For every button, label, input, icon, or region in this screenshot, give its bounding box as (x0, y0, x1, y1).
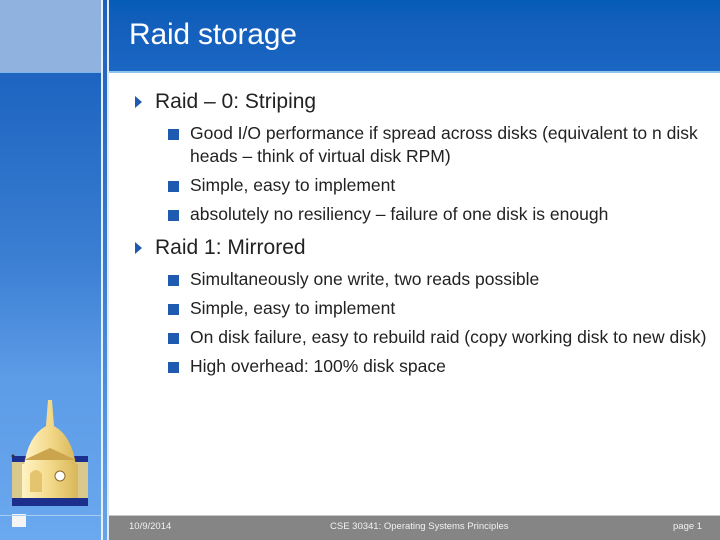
square-bullet-icon (168, 275, 179, 286)
sub-bullet: High overhead: 100% disk space (133, 355, 713, 378)
sub-bullet: absolutely no resiliency – failure of on… (133, 203, 713, 226)
triangle-right-icon (135, 242, 142, 254)
slide-content: Raid – 0: Striping Good I/O performance … (133, 88, 713, 384)
sub-bullet-text: High overhead: 100% disk space (190, 356, 446, 376)
sub-bullet: Good I/O performance if spread across di… (133, 122, 713, 168)
sidebar-strip-gap (107, 0, 109, 540)
slide-title: Raid storage (129, 18, 297, 51)
sub-bullet-text: Simple, easy to implement (190, 298, 396, 318)
sub-bullet-text: Simple, easy to implement (190, 175, 396, 195)
sidebar-accent-strip (103, 0, 107, 540)
sidebar-divider-top (0, 72, 101, 73)
square-bullet-icon (168, 362, 179, 373)
footer-date: 10/9/2014 (129, 521, 172, 532)
footer-page-number: page 1 (673, 521, 703, 532)
bullet-text: Raid – 0: Striping (155, 90, 317, 113)
header-underline (109, 71, 720, 73)
bullet-text: Raid 1: Mirrored (155, 236, 306, 259)
square-bullet-icon (168, 333, 179, 344)
sidebar-divider-bottom (0, 515, 101, 516)
sidebar-vertical-divider (101, 0, 103, 540)
square-bullet-icon (168, 181, 179, 192)
golden-dome-logo (11, 400, 88, 506)
sub-bullet: Simple, easy to implement (133, 297, 713, 320)
sub-bullet: Simultaneously one write, two reads poss… (133, 268, 713, 291)
footer-course: CSE 30341: Operating Systems Principles (330, 521, 509, 532)
footer-top-line (109, 515, 720, 516)
square-bullet-icon (168, 129, 179, 140)
sub-bullet-text: Good I/O performance if spread across di… (190, 123, 698, 166)
sub-bullet-text: absolutely no resiliency – failure of on… (190, 204, 609, 224)
sidebar-square-decoration (12, 514, 26, 527)
bullet-raid0: Raid – 0: Striping (133, 88, 713, 116)
sub-bullet-text: On disk failure, easy to rebuild raid (c… (190, 327, 707, 347)
square-bullet-icon (168, 210, 179, 221)
bullet-raid1: Raid 1: Mirrored (133, 234, 713, 262)
sub-bullet-text: Simultaneously one write, two reads poss… (190, 269, 540, 289)
slide-footer (109, 516, 720, 540)
sub-bullet: Simple, easy to implement (133, 174, 713, 197)
sub-bullet: On disk failure, easy to rebuild raid (c… (133, 326, 713, 349)
slide-header (109, 0, 720, 71)
triangle-right-icon (135, 96, 142, 108)
sidebar-top-panel (0, 0, 101, 72)
square-bullet-icon (168, 304, 179, 315)
